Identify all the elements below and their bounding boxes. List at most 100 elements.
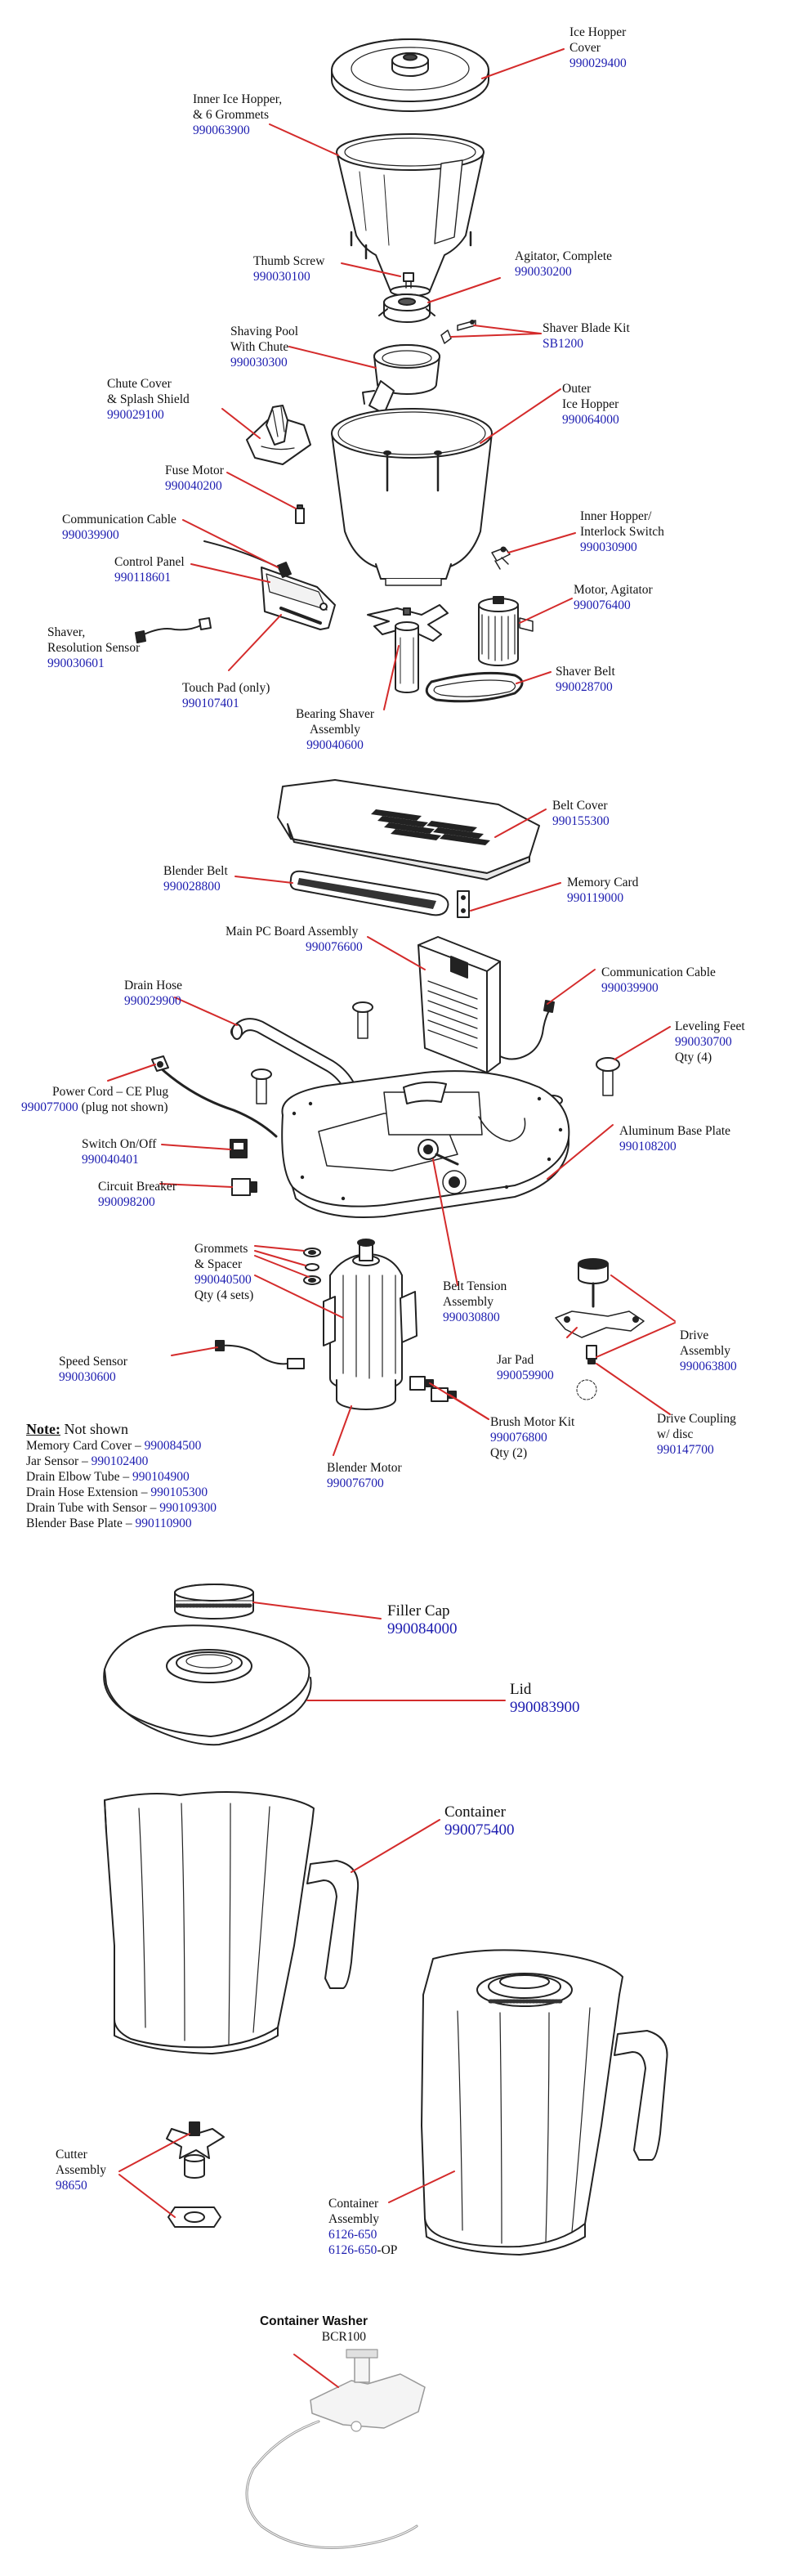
memory-card-art bbox=[457, 890, 470, 918]
resolution-sensor-art bbox=[135, 617, 212, 643]
label-line: Communication Cable bbox=[601, 965, 716, 979]
label-motor-agitator: Motor, Agitator 990076400 bbox=[574, 582, 653, 613]
drive-coupling-art bbox=[576, 1345, 597, 1400]
motor-agitator-art bbox=[478, 596, 534, 666]
belt-cover-art bbox=[277, 779, 540, 880]
communication-cable-top-art bbox=[203, 540, 292, 578]
label-line: Belt Cover bbox=[552, 799, 608, 813]
label-line: Power Cord – CE Plug bbox=[52, 1085, 169, 1099]
part-number: 990030800 bbox=[443, 1310, 500, 1324]
bearing-shaver-art bbox=[367, 604, 449, 693]
note-name: Drain Elbow Tube – bbox=[26, 1470, 133, 1484]
label-line: Belt Tension bbox=[443, 1279, 507, 1293]
label-container-assembly: Container Assembly 6126-650 6126-650-OP bbox=[328, 2196, 397, 2258]
label-line: Circuit Breaker bbox=[98, 1180, 176, 1194]
label-ice-hopper-cover: Ice Hopper Cover 990029400 bbox=[569, 25, 627, 71]
part-number: 990030100 bbox=[253, 270, 310, 284]
label-switch-on-off: Switch On/Off 990040401 bbox=[82, 1136, 156, 1167]
label-line: Fuse Motor bbox=[165, 464, 224, 477]
note-item: Memory Card Cover – 990084500 bbox=[26, 1438, 217, 1454]
note-name: Drain Tube with Sensor – bbox=[26, 1501, 160, 1515]
label-aluminum-base-plate: Aluminum Base Plate 990108200 bbox=[619, 1123, 730, 1154]
label-line: Shaver Blade Kit bbox=[543, 321, 630, 335]
fuse-motor-art bbox=[295, 504, 305, 524]
label-agitator-complete: Agitator, Complete 990030200 bbox=[515, 249, 612, 280]
part-number: 990076400 bbox=[574, 598, 631, 612]
label-line: Ice Hopper bbox=[569, 25, 627, 39]
part-number: 990030900 bbox=[580, 540, 637, 554]
note-name: Jar Sensor – bbox=[26, 1454, 92, 1468]
label-line: w/ disc bbox=[657, 1427, 694, 1441]
drain-hose-art bbox=[230, 1018, 356, 1094]
label-line: & 6 Grommets bbox=[193, 108, 269, 122]
part-number: 990028800 bbox=[163, 880, 221, 894]
label-thumb-screw: Thumb Screw 990030100 bbox=[253, 253, 324, 284]
label-drain-hose: Drain Hose 990029900 bbox=[124, 978, 182, 1009]
inner-ice-hopper-art bbox=[336, 133, 485, 297]
label-line: Bearing Shaver bbox=[296, 707, 374, 721]
not-shown-notes: Note: Not shown Memory Card Cover – 9900… bbox=[26, 1420, 217, 1531]
label-inner-hopper-switch: Inner Hopper/ Interlock Switch 990030900 bbox=[580, 508, 664, 555]
label-bearing-shaver: Bearing Shaver Assembly 990040600 bbox=[296, 706, 374, 753]
label-line: Memory Card bbox=[567, 876, 639, 889]
speed-sensor-art bbox=[215, 1340, 305, 1369]
quantity: Qty (2) bbox=[490, 1446, 528, 1460]
inner-hopper-switch-art bbox=[491, 546, 511, 570]
main-pc-board-art bbox=[418, 936, 501, 1073]
part-number: 990119000 bbox=[567, 891, 624, 905]
note-item: Blender Base Plate – 990110900 bbox=[26, 1516, 217, 1531]
circuit-breaker-art bbox=[231, 1178, 257, 1196]
note-part-number: 990109300 bbox=[159, 1501, 217, 1515]
part-number: 990040200 bbox=[165, 479, 222, 493]
label-line: & Spacer bbox=[194, 1257, 243, 1271]
part-number: 990040401 bbox=[82, 1153, 139, 1167]
shaver-blade-kit-art bbox=[440, 320, 476, 344]
label-line: Shaver, bbox=[47, 625, 86, 639]
control-panel-art bbox=[261, 567, 336, 630]
label-line: Drain Hose bbox=[124, 979, 183, 992]
note-name: Blender Base Plate – bbox=[26, 1516, 136, 1530]
part-number: 990155300 bbox=[552, 814, 610, 828]
part-number: 990039900 bbox=[62, 528, 119, 542]
note-part-number: 990105300 bbox=[150, 1485, 208, 1499]
part-number: 990030300 bbox=[230, 356, 288, 370]
lid-art bbox=[103, 1624, 312, 1746]
label-leveling-feet: Leveling Feet 990030700 Qty (4) bbox=[675, 1019, 745, 1065]
label-line: Blender Belt bbox=[163, 864, 228, 878]
note-name: Memory Card Cover – bbox=[26, 1439, 145, 1453]
part-number: 990030700 bbox=[675, 1035, 732, 1049]
part-number: 990076700 bbox=[327, 1476, 384, 1490]
label-line: & Splash Shield bbox=[107, 392, 190, 406]
jar-pad-art bbox=[555, 1310, 645, 1338]
label-blender-motor: Blender Motor 990076700 bbox=[327, 1460, 402, 1491]
part-number: BCR100 bbox=[321, 2330, 366, 2344]
notes-heading: Note: Not shown bbox=[26, 1420, 217, 1438]
note-part-number: 990084500 bbox=[144, 1439, 202, 1453]
drive-assembly-art bbox=[578, 1258, 609, 1308]
label-drive-coupling: Drive Coupling w/ disc 990147700 bbox=[657, 1411, 736, 1458]
label-line: Filler Cap bbox=[387, 1602, 450, 1620]
label-lid: Lid 990083900 bbox=[510, 1681, 580, 1717]
label-line: Touch Pad (only) bbox=[182, 681, 270, 695]
part-number: 990075400 bbox=[444, 1821, 515, 1839]
part-number: 990029900 bbox=[124, 994, 181, 1008]
part-number: 990084000 bbox=[387, 1620, 458, 1637]
blender-motor-art bbox=[323, 1239, 418, 1410]
label-shaver-belt: Shaver Belt 990028700 bbox=[556, 664, 615, 695]
part-number: 990077000 bbox=[21, 1100, 78, 1114]
label-grommets-spacer: Grommets & Spacer 990040500 Qty (4 sets) bbox=[194, 1241, 253, 1303]
aluminum-base-plate-art bbox=[281, 1070, 570, 1219]
note-item: Drain Tube with Sensor – 990109300 bbox=[26, 1500, 217, 1516]
container-art bbox=[104, 1791, 360, 2054]
label-container-washer: Container Washer BCR100 bbox=[196, 2314, 368, 2345]
part-number: 990028700 bbox=[556, 680, 613, 694]
label-line: Assembly bbox=[328, 2212, 379, 2226]
label-line: Cutter bbox=[56, 2148, 87, 2162]
label-line: Jar Pad bbox=[497, 1353, 534, 1367]
shaving-pool-art bbox=[362, 344, 440, 414]
label-circuit-breaker: Circuit Breaker 990098200 bbox=[98, 1179, 176, 1210]
label-shaver-blade-kit: Shaver Blade Kit SB1200 bbox=[543, 320, 630, 352]
notes-heading-bold: Note: bbox=[26, 1421, 60, 1437]
label-line: Thumb Screw bbox=[253, 254, 325, 268]
